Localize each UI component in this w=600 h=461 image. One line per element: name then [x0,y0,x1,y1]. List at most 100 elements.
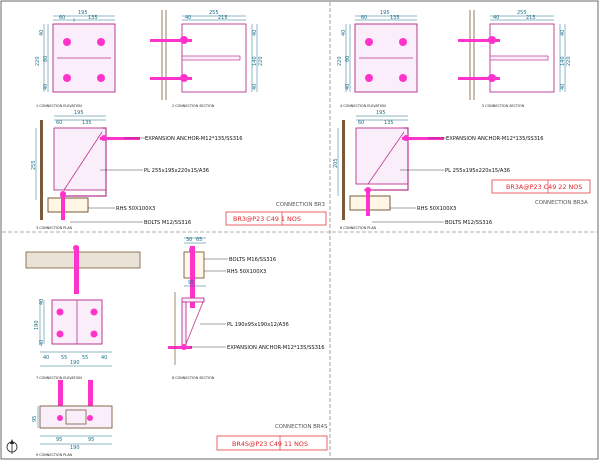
br3a-sect-dim-h2: 140 [560,56,566,66]
br4s-sect-dim-w1: 95 [188,280,194,286]
br3a-elev-dim-w2: 60 [361,15,367,21]
br3-plan-dim-h1: 255 [31,160,37,170]
br3-plan-caption: 3 CONNECTION PLAN [36,226,73,230]
br3-sect-dim-h4: 40 [252,84,258,90]
br4s-elev-dim-w3: 55 [82,355,88,361]
br3-sect-caption: 2 CONNECTION SECTION [172,104,215,108]
br3-title: CONNECTION BR3 [276,202,325,208]
br3-label-anchor: EXPANSION ANCHOR-M12*135/SS316 [145,136,243,142]
br4s-elev-dim-h1: 40 [39,299,45,305]
bolt-head-icon [60,191,66,197]
br4s-elev-dim-w1: 40 [43,355,49,361]
br4s-elev-dim-h3: 40 [39,340,45,346]
br4s-plan-dim-h1: 95 [32,416,38,422]
br4s-sect-dim-w3: 65 [196,237,202,243]
br3a-plan: 195 60 135 205 6 CONNECTION PLAN [333,110,444,230]
br3a-elev-dim-w1: 195 [380,10,390,16]
bolt-head-icon [73,245,79,251]
bolt-head-icon [399,38,407,46]
br3a-label-plate: PL 255x195x220x15/A36 [445,168,510,174]
br3a-tag: BR3A@P23 C49 22 NOS [506,183,582,191]
br3-tag: BR3@P23 C49 1 NOS [233,215,301,223]
br3-elevation: 195 60 135 40 80 220 40 1 CONNECTION ELE… [35,10,116,108]
bolt-head-icon [488,36,496,44]
br3a-tag-box [491,179,591,194]
br4s-elev-dim-w5: 190 [70,360,80,366]
br3-tag-box [225,211,327,226]
br3-plan-dim-w3: 135 [82,120,92,126]
br3-elev-dim-h3: 220 [35,56,41,66]
bolt-head-icon [181,344,187,350]
bolt-head-icon [399,74,407,82]
br3a-elev-caption: 4 CONNECTION ELEVATION [340,104,386,108]
br3-elev-dim-h4: 40 [43,84,49,90]
br4s-elev-caption: 7 CONNECTION ELEVATION [36,376,82,380]
br3-sect-dim-h3: 220 [258,56,264,66]
br3a-sect-dim-h4: 40 [560,84,566,90]
bolt-head-icon [97,38,105,46]
br3-plan-dim-w2: 60 [56,120,62,126]
bolt-head-icon [180,36,188,44]
bolt-head-icon [90,330,98,338]
br3a-elev-dim-h1: 40 [341,30,347,36]
br4s-elevation: 40 190 40 40 55 55 40 190 7 CONNECTION E… [25,245,141,380]
br3-label-rhs: RHS 50X100X3 [116,206,155,212]
br4s-callouts: BOLTS M16/SS316 RHS 50X100X3 PL 190x95x1… [190,257,325,351]
br3-plan-dim-w1: 195 [74,110,84,116]
br4s-sect-caption: 8 CONNECTION SECTION [172,376,215,380]
br3-sect-dim-h2: 140 [252,56,258,66]
br3-label-plate: PL 255x195x220x15/A36 [144,168,209,174]
br3a-label-bolts: BOLTS M12/SS316 [445,220,492,226]
north-arrow-icon [6,439,18,454]
br4s-title: CONNECTION BR4S [275,424,328,430]
br3a-elevation: 195 60 135 40 80 220 40 4 CONNECTION ELE… [337,10,418,108]
br4s-plan-dim-w1: 95 [56,437,62,443]
bolt-head-icon [365,74,373,82]
bolt-head-icon [365,38,373,46]
br3-elev-dim-h1: 40 [39,30,45,36]
br4s-tag-box [216,435,328,451]
br4s-plan-dim-w3: 190 [70,445,80,451]
br3-elev-dim-w2: 60 [59,15,65,21]
bolt-head-icon [56,308,64,316]
br3-elev-dim-w3: 135 [88,15,98,21]
br3a-sect-caption: 5 CONNECTION SECTION [482,104,525,108]
bolt-head-icon [90,308,98,316]
br3-sect-dim-w3: 215 [218,15,228,21]
br3a-plan-dim-w2: 60 [358,120,364,126]
br3a-plan-caption: 6 CONNECTION PLAN [340,226,377,230]
br4s-label-bolts: BOLTS M16/SS316 [229,257,276,263]
br3a-section: 255 40 215 40 140 220 40 5 CONNECTION SE… [458,10,572,108]
br3a-sect-dim-w1: 255 [517,10,527,16]
br3a-elev-dim-h3: 220 [337,56,343,66]
br3-elev-caption: 1 CONNECTION ELEVATION [36,104,82,108]
br3a-plan-dim-w3: 135 [384,120,394,126]
bolt-head-icon [63,74,71,82]
bolt-head-icon [365,187,371,193]
bolt-head-icon [87,415,93,421]
br3a-sect-dim-h1: 40 [560,30,566,36]
br3a-elev-dim-w3: 135 [390,15,400,21]
br3-section: 255 40 215 40 140 220 40 2 CONNECTION SE… [150,10,264,108]
br4s-title-block: CONNECTION BR4S BR4S@P23 C49 11 NOS [216,424,328,451]
br4s-plan-dim-w2: 95 [88,437,94,443]
br3-plan: 195 60 135 255 3 CONNECTION PLAN [31,110,140,230]
br4s-elev-dim-w2: 55 [61,355,67,361]
br3a-label-rhs: RHS 50X100X3 [417,206,456,212]
br3-elev-dim-h2: 80 [43,56,49,62]
br4s-label-rhs: RHS 50X100X3 [227,269,266,275]
br3-sect-dim-h1: 40 [252,30,258,36]
bolt-head-icon [488,74,496,82]
br3-label-bolts: BOLTS M12/SS316 [144,220,191,226]
bolt-head-icon [56,330,64,338]
br4s-elev-dim-w4: 40 [101,355,107,361]
br4s-sect-dim-w2: 30 [186,237,192,243]
bolt-head-icon [101,135,107,141]
br3a-plan-dim-h1: 205 [333,158,339,168]
br4s-section: 30 65 95 8 CONNECTION SECTION [168,237,215,380]
br3-sect-dim-w1: 255 [209,10,219,16]
br3a-plan-dim-w1: 195 [376,110,386,116]
br4s-plan-caption: 9 CONNECTION PLAN [36,453,73,457]
